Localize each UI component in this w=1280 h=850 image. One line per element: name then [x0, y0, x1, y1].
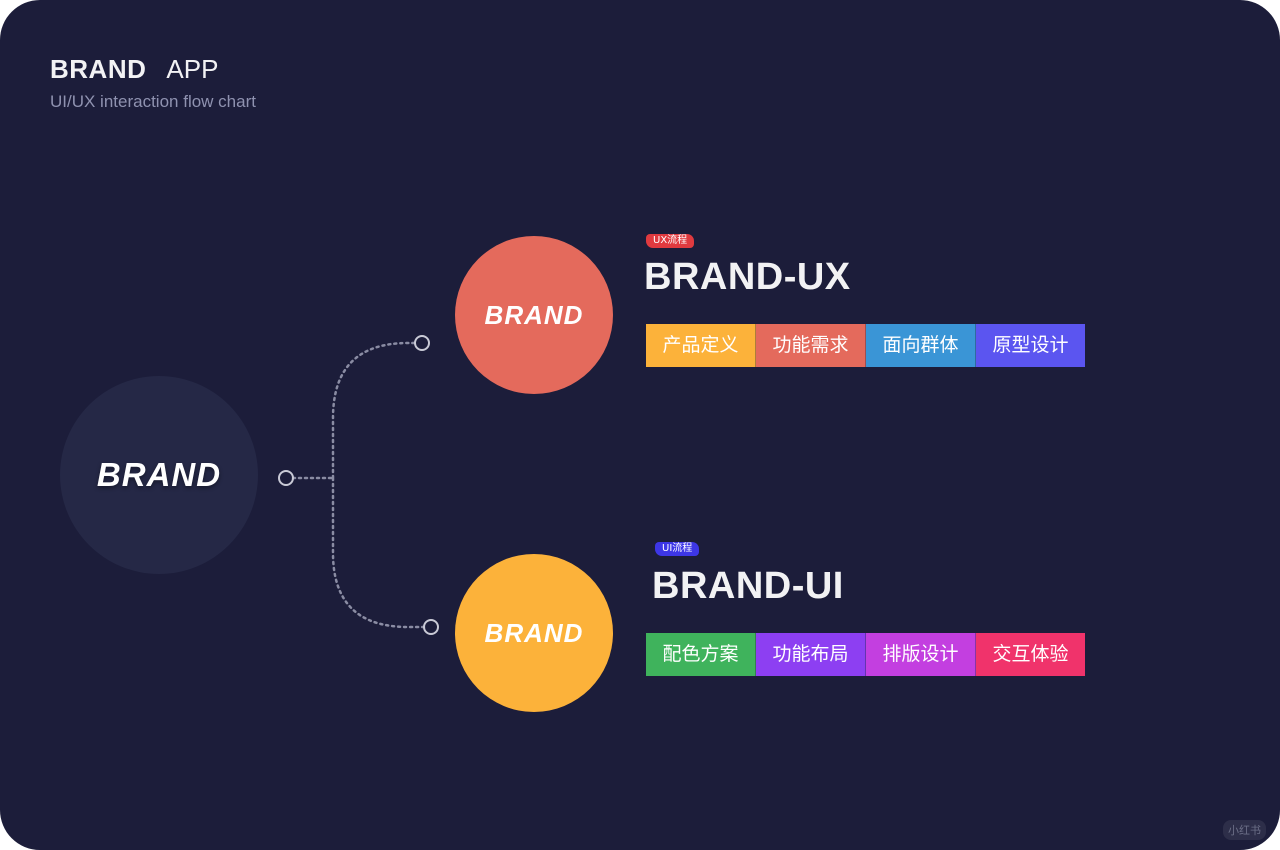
ui-flow-tag: UI流程 — [655, 542, 700, 556]
ux-branch-title: BRAND-UX — [644, 256, 851, 298]
title-brand: BRAND — [50, 54, 147, 84]
ui-branch-title: BRAND-UI — [652, 565, 844, 607]
ui-brand-logo: BRAND — [484, 617, 584, 648]
connector-dot-root — [278, 470, 294, 486]
connector-dot-ux — [414, 335, 430, 351]
page-title: BRAND APP — [50, 52, 256, 86]
ui-node: BRAND — [455, 554, 613, 712]
title-app: APP — [166, 54, 219, 84]
ux-steps: 产品定义 功能需求 面向群体 原型设计 — [646, 324, 1085, 367]
ui-steps: 配色方案 功能布局 排版设计 交互体验 — [646, 633, 1085, 676]
ux-step-prototype-design: 原型设计 — [976, 324, 1085, 367]
ux-step-product-definition: 产品定义 — [646, 324, 756, 367]
ux-step-feature-requirements: 功能需求 — [756, 324, 866, 367]
ui-step-feature-layout: 功能布局 — [756, 633, 866, 676]
connector-dot-ui — [423, 619, 439, 635]
page-subtitle: UI/UX interaction flow chart — [50, 92, 256, 111]
watermark: 小红书 — [1223, 820, 1266, 840]
ux-node: BRAND — [455, 236, 613, 394]
ui-step-interaction-experience: 交互体验 — [976, 633, 1085, 676]
ux-flow-tag: UX流程 — [646, 234, 695, 248]
ui-step-color-scheme: 配色方案 — [646, 633, 756, 676]
ux-step-target-audience: 面向群体 — [866, 324, 976, 367]
ux-brand-logo: BRAND — [484, 299, 584, 330]
header: BRAND APP UI/UX interaction flow chart — [50, 52, 256, 114]
ui-step-typesetting: 排版设计 — [866, 633, 976, 676]
root-brand-logo: BRAND — [96, 456, 222, 493]
connector-path — [291, 341, 426, 629]
root-node: BRAND — [60, 376, 258, 574]
